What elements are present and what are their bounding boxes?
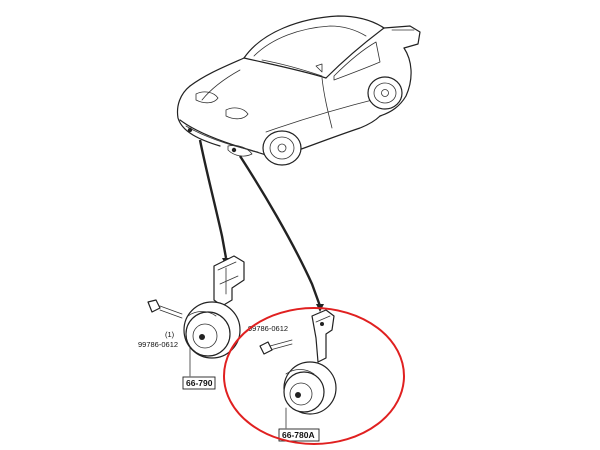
bolt-icon	[259, 339, 293, 355]
horn-icon	[283, 361, 337, 415]
left-horn-assembly: (1) 99786-0612 66-790	[138, 255, 245, 390]
left-horn-part-number: 66-790	[186, 378, 213, 388]
bolt-icon	[147, 299, 183, 319]
highlight-circle	[223, 307, 405, 445]
bracket-icon	[213, 255, 245, 307]
bracket-icon	[311, 309, 335, 363]
right-bolt-part-number: 99786-0612	[248, 324, 288, 333]
car-outline-icon	[176, 15, 421, 166]
right-horn-assembly: 99786-0612 66-780A	[248, 309, 337, 442]
horn-icon	[183, 301, 241, 359]
left-bolt-part-number: 99786-0612	[138, 340, 178, 349]
right-horn-part-number: 66-780A	[282, 430, 315, 440]
left-qty-label: (1)	[165, 330, 175, 339]
